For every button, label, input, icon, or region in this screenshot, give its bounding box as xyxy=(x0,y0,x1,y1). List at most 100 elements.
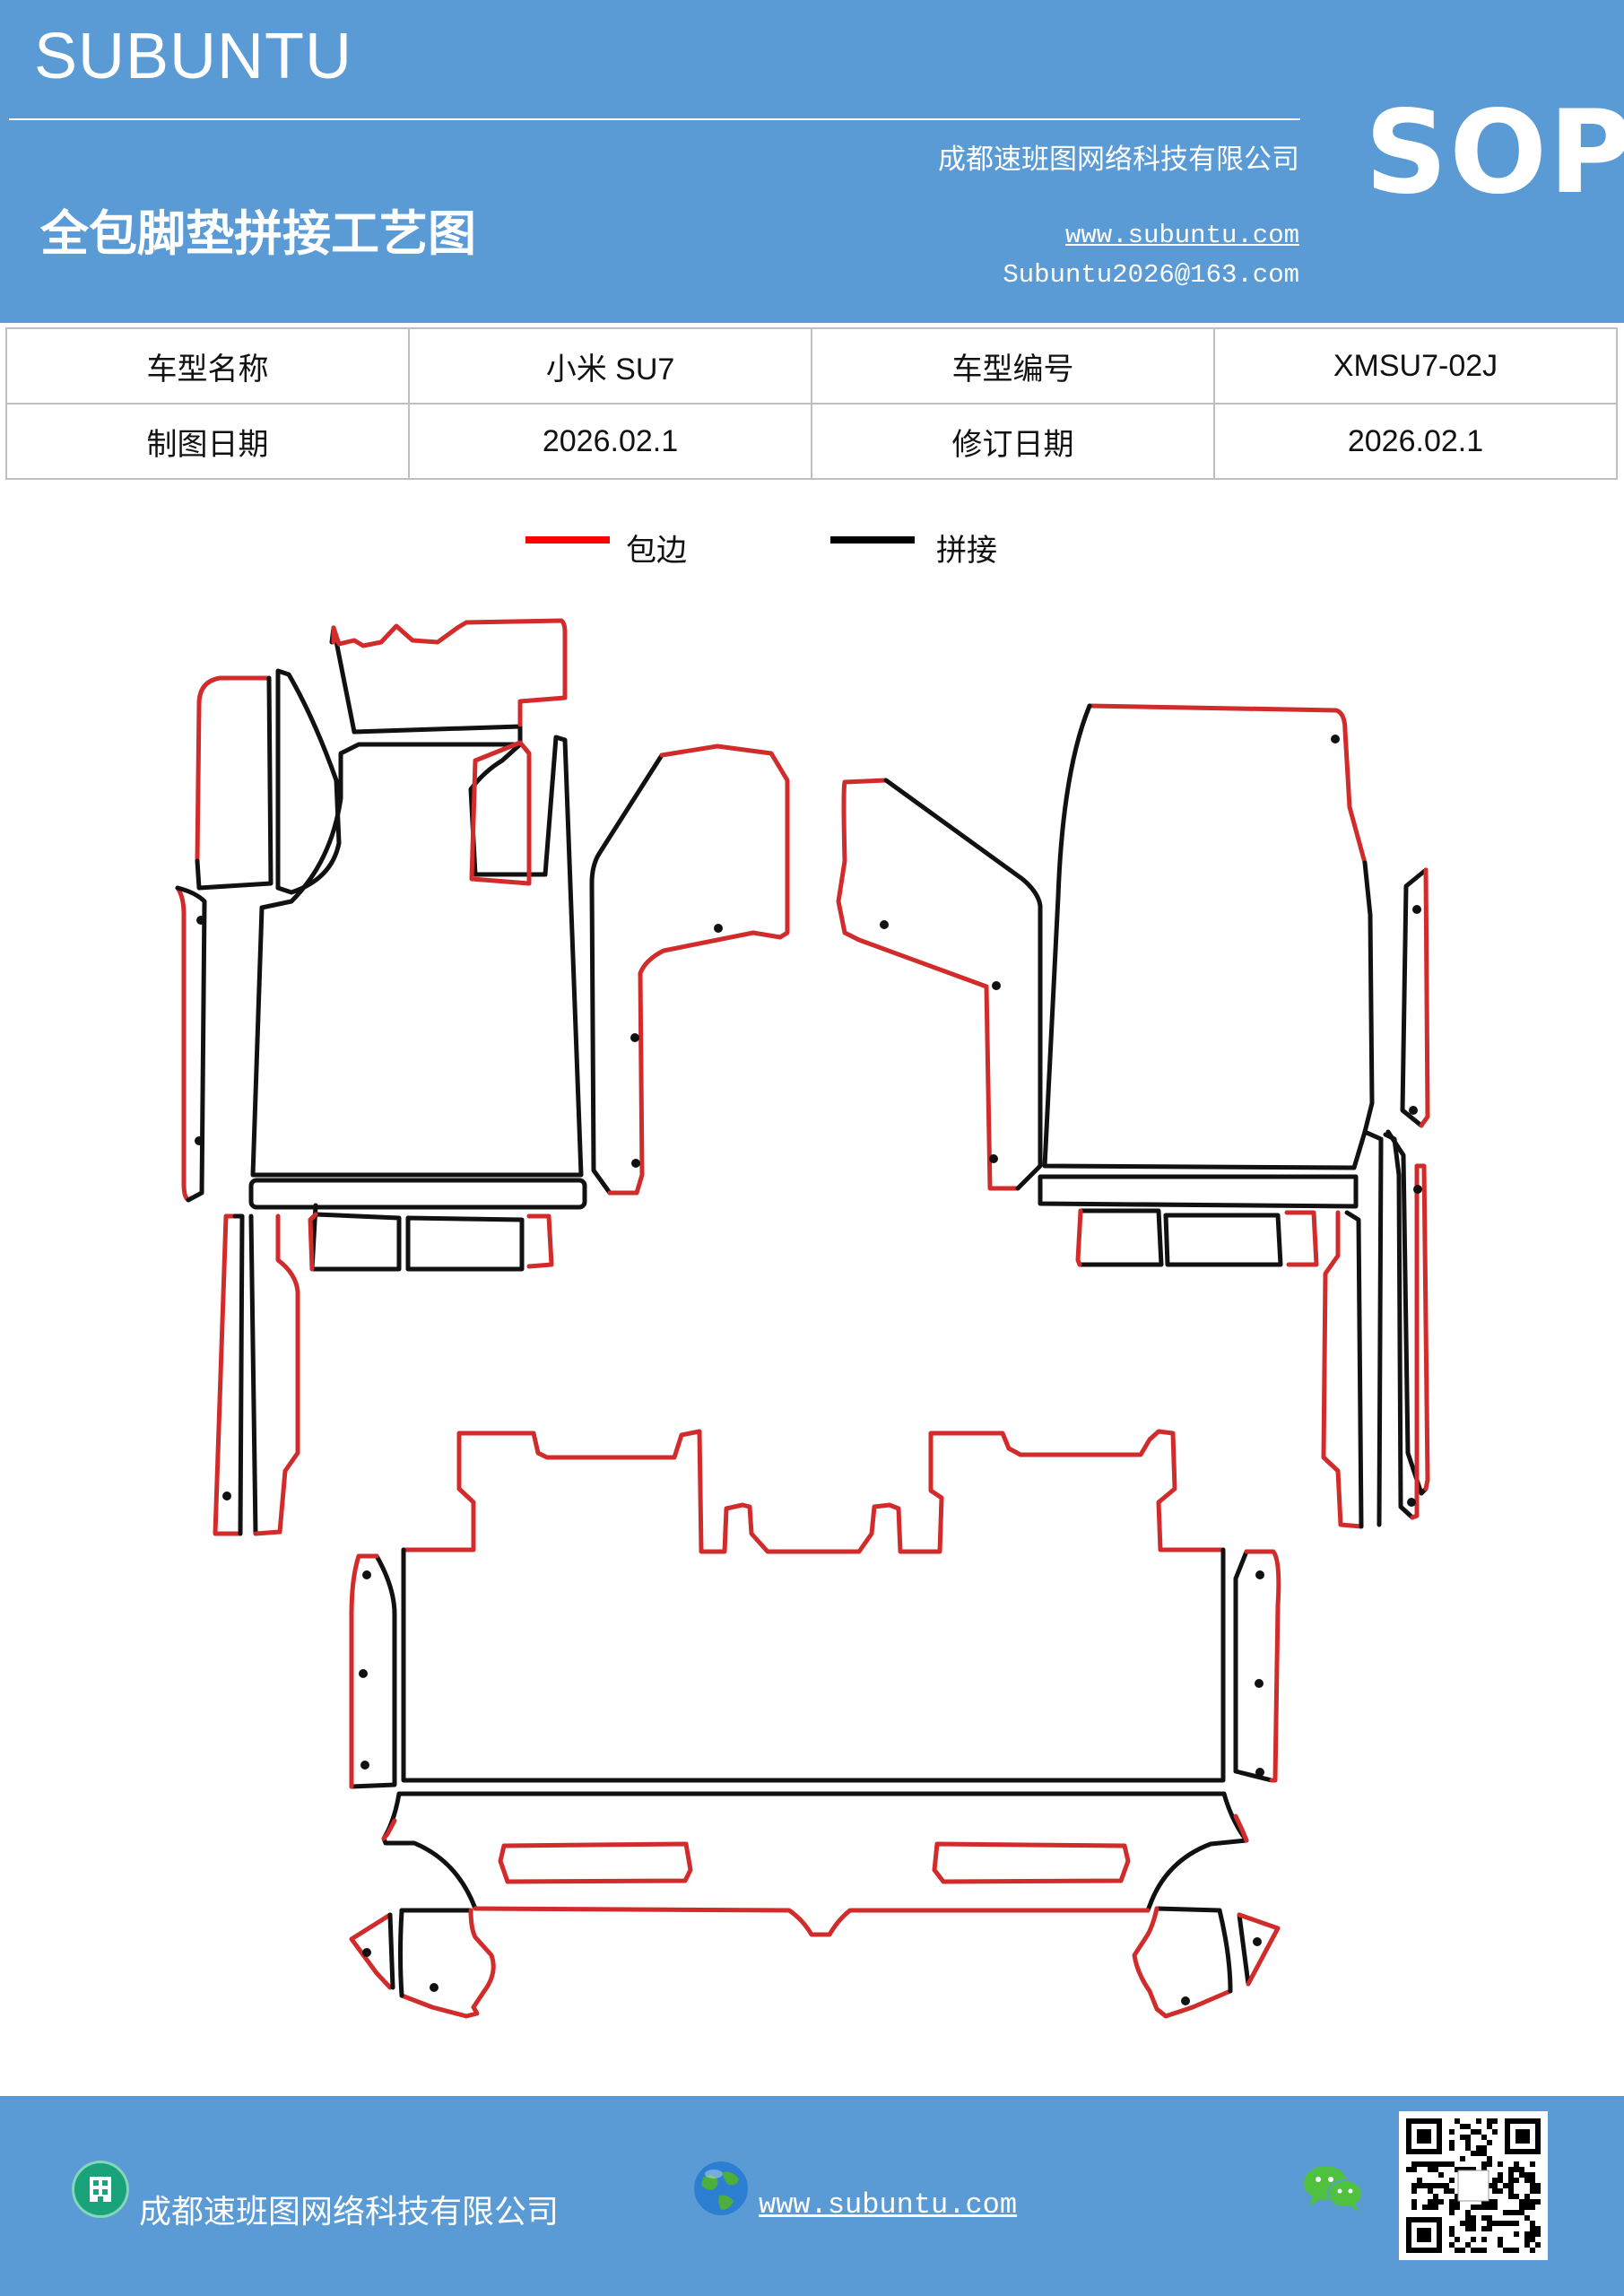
center-console-right-group xyxy=(836,778,1043,1191)
left-lower-sill-seam xyxy=(232,1213,245,1536)
rear-left-side-pad-edge xyxy=(349,1553,379,1789)
fixing-point xyxy=(1413,1185,1422,1194)
header-divider xyxy=(9,118,1300,120)
rear-bottom-right-piece-seam xyxy=(1154,1906,1222,1913)
center-right-tunnel-edge xyxy=(836,778,1020,1191)
fixing-point xyxy=(1255,1768,1264,1777)
driver-main-mat xyxy=(250,735,584,1178)
building-icon xyxy=(72,2161,129,2218)
fixing-point xyxy=(631,1159,640,1168)
email-address: Subuntu2026@163.com xyxy=(1003,260,1299,290)
left-lower-sill-inner-edge xyxy=(253,1213,300,1536)
website-link[interactable]: www.subuntu.com xyxy=(1064,221,1299,250)
front-left-mat-group xyxy=(175,618,587,1536)
left-sill-strip xyxy=(175,885,191,1203)
rear-mat-top-edge xyxy=(401,1429,1226,1554)
table-cell-value: 2026.02.1 xyxy=(1213,403,1618,480)
fixing-point xyxy=(989,1154,998,1163)
floor-mat-diagram xyxy=(175,618,1430,2019)
table-row: 制图日期 2026.02.1 修订日期 2026.02.1 xyxy=(5,403,1618,480)
center-left-tunnel-edge xyxy=(607,744,790,1196)
fixing-point xyxy=(195,1136,204,1145)
table-cell-value: 小米 SU7 xyxy=(408,327,812,404)
rear-bottom-right-piece-inner xyxy=(1217,1908,1233,1994)
fixing-point xyxy=(1181,1996,1190,2005)
fixing-point xyxy=(992,981,1001,990)
legend-label-seam: 拼接 xyxy=(936,533,997,569)
rear-mat-group xyxy=(349,1429,1281,2019)
fixing-point xyxy=(430,1983,439,1992)
rear-bottom-right-corner-outer xyxy=(1237,1912,1281,1987)
rear-footwell-seam-left xyxy=(381,1791,478,1911)
rear-bottom-right-corner-seam xyxy=(1237,1912,1251,1987)
center-right-tunnel-seam xyxy=(883,778,1043,1191)
rear-footwell-seam xyxy=(396,1791,1249,1913)
fixing-point xyxy=(880,920,889,929)
right-upper-sill-seam xyxy=(1400,867,1429,1128)
fixing-point xyxy=(196,916,205,925)
passenger-main-mat-seam xyxy=(1042,703,1375,1170)
document-title: 全包脚垫拼接工艺图 xyxy=(40,204,476,262)
driver-seat-rail-mid xyxy=(405,1215,525,1272)
rear-bottom-left-corner-seam xyxy=(387,1912,395,1990)
left-sill-upper-piece xyxy=(195,675,272,864)
footer-website-link[interactable]: www.subuntu.com xyxy=(759,2188,1018,2222)
table-cell-label: 制图日期 xyxy=(5,403,410,480)
driver-seat-rail-left-edge xyxy=(308,1212,318,1272)
fixing-point xyxy=(1255,1570,1264,1579)
passenger-main-mat-top-edge xyxy=(1087,703,1368,865)
rear-footwell-right-edge xyxy=(1233,1813,1249,1843)
fixing-point xyxy=(360,1761,369,1770)
fixing-point xyxy=(362,1948,371,1957)
table-cell-label: 车型编号 xyxy=(811,327,1215,404)
rear-right-side-pad-seam xyxy=(1233,1549,1274,1783)
right-outer-sill-seam-3 xyxy=(1385,1129,1429,1496)
fixing-point xyxy=(1331,735,1340,744)
table-cell-value: 2026.02.1 xyxy=(408,403,812,480)
rear-bottom-right-piece-edge xyxy=(1132,1906,1233,2019)
fixing-point xyxy=(1255,1679,1264,1688)
rear-right-side-pad-edge xyxy=(1244,1549,1281,1783)
fixing-point xyxy=(1253,1937,1262,1946)
sop-badge: SOP xyxy=(1365,86,1624,220)
driver-rear-sill-strip xyxy=(248,1178,587,1210)
table-cell-label: 修订日期 xyxy=(811,403,1215,480)
legend-swatch-seam xyxy=(830,536,915,544)
wechat-icon[interactable] xyxy=(1302,2161,1365,2215)
fixing-point xyxy=(630,1033,639,1042)
fixing-point xyxy=(359,1669,368,1678)
rear-left-insert xyxy=(498,1841,693,1884)
fixing-point xyxy=(1409,1106,1418,1115)
passenger-seat-rail-left-edge xyxy=(1075,1208,1083,1267)
fixing-point xyxy=(714,924,723,933)
legend-swatch-binding xyxy=(525,536,610,544)
table-row: 车型名称 小米 SU7 车型编号 XMSU7-02J xyxy=(5,327,1618,404)
center-console-left-group xyxy=(589,744,790,1196)
qr-code[interactable] xyxy=(1399,2111,1548,2260)
rear-footwell-bottom-edge xyxy=(473,1906,1151,1937)
fixing-point xyxy=(222,1492,231,1500)
driver-pedal-cutout xyxy=(469,740,532,886)
footer-company-name: 成都速班图网络科技有限公司 xyxy=(139,2194,560,2231)
vehicle-info-table: 车型名称 小米 SU7 车型编号 XMSU7-02J 制图日期 2026.02.… xyxy=(5,327,1618,480)
fixing-point xyxy=(1412,905,1421,914)
rear-right-insert xyxy=(932,1841,1131,1884)
driver-footrest-piece xyxy=(331,618,568,727)
driver-seat-rail-left xyxy=(309,1203,402,1272)
passenger-seat-rail-mid xyxy=(1163,1213,1283,1267)
passenger-seat-rail-right xyxy=(1284,1210,1319,1267)
legend-label-binding: 包边 xyxy=(626,533,687,569)
rear-bottom-left-piece-edge xyxy=(399,1908,496,2019)
left-sill-upper-seam xyxy=(195,675,274,891)
right-outer-sill-edge xyxy=(1410,1163,1430,1520)
globe-icon xyxy=(692,2160,750,2217)
rear-seat-main-area xyxy=(401,1547,1226,1783)
left-lower-sill-inner xyxy=(248,1213,258,1536)
table-cell-label: 车型名称 xyxy=(5,327,410,404)
company-name: 成都速班图网络科技有限公司 xyxy=(938,144,1299,176)
rear-left-side-pad-seam xyxy=(349,1553,397,1789)
rear-footwell-left-edge xyxy=(381,1818,397,1841)
center-left-tunnel-seam xyxy=(589,752,664,1196)
rear-bottom-left-piece-inner xyxy=(398,1908,404,1998)
right-lower-sill-seam xyxy=(1344,1210,1364,1529)
